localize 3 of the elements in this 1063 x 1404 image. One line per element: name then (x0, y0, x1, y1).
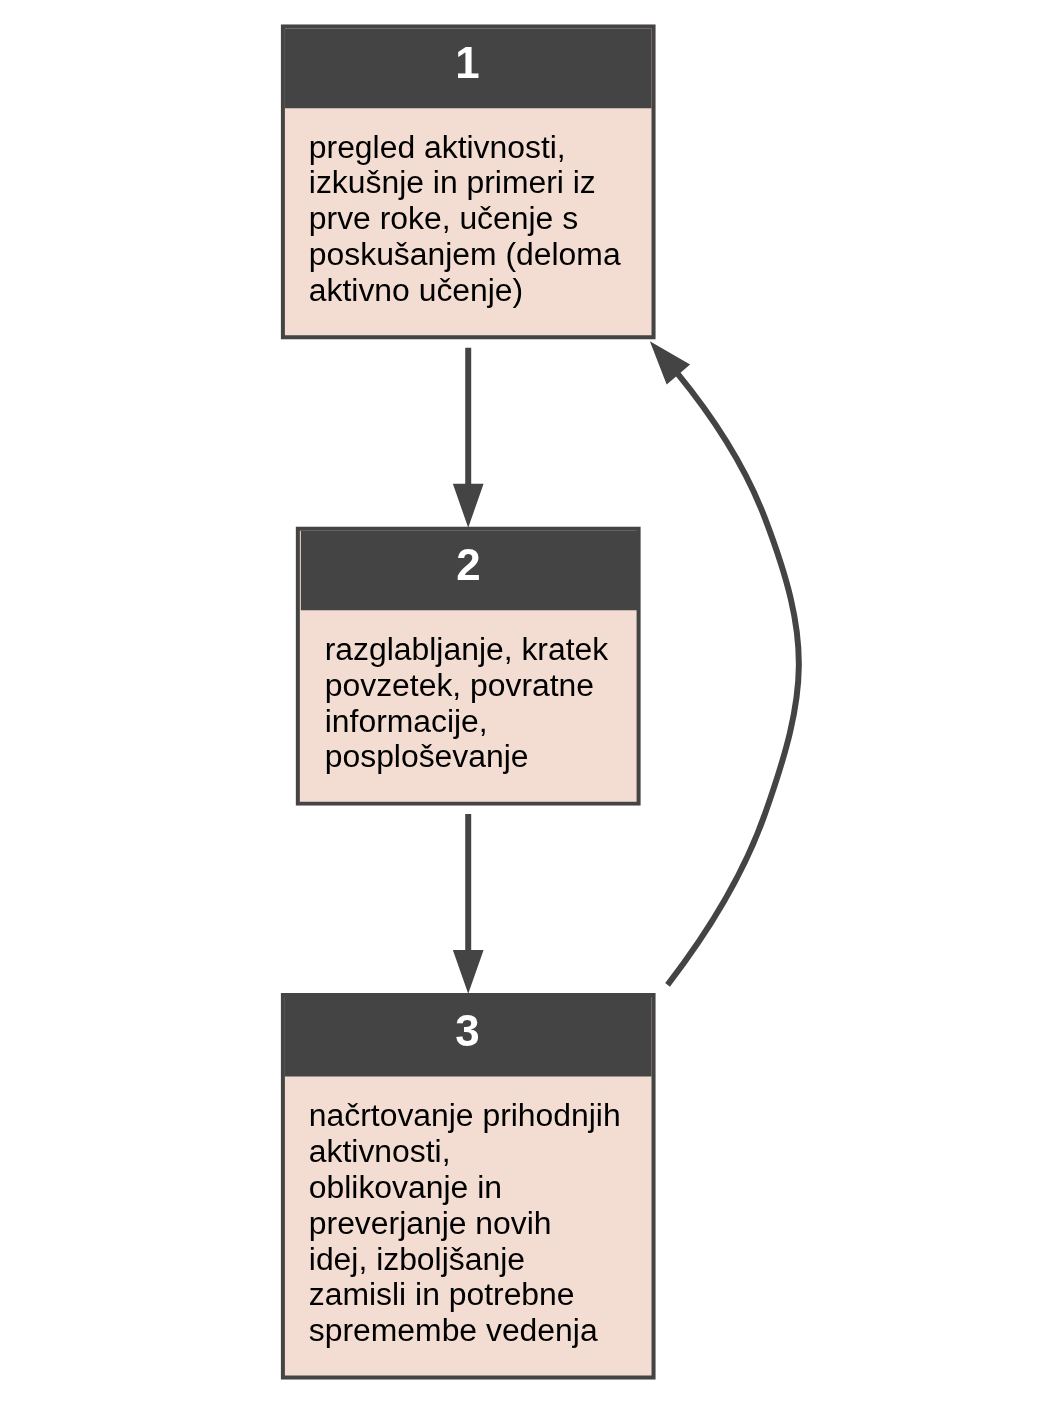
arrow (452, 347, 484, 528)
arrow (452, 813, 484, 994)
arrow (649, 341, 802, 987)
